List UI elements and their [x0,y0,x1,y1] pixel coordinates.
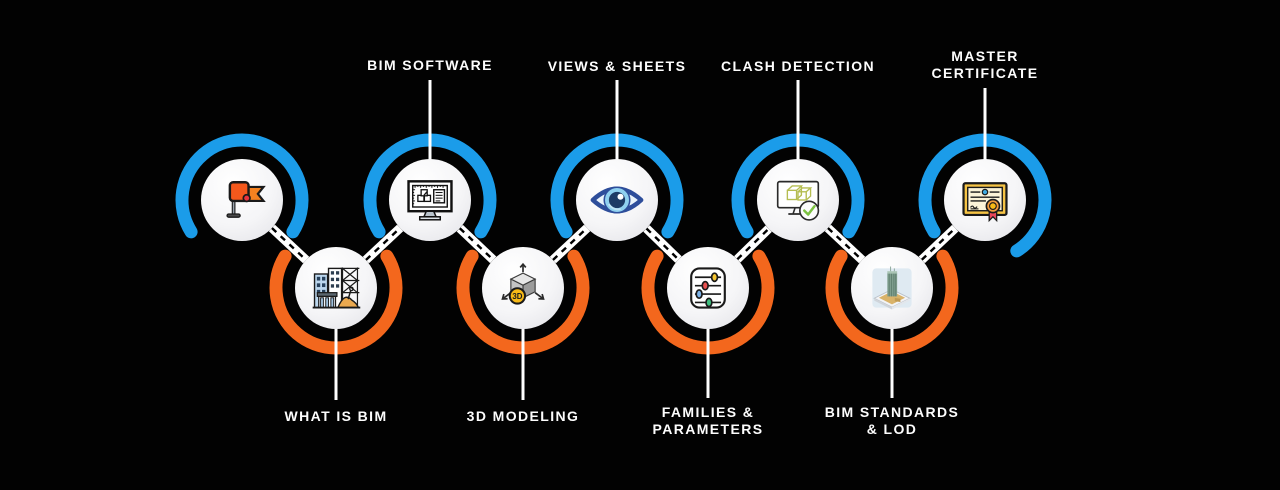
node-3d-modeling: 3D [482,247,564,329]
node-bim-software [389,159,471,241]
certificate-icon [962,182,1008,223]
connectors [268,224,959,264]
iso-building-model-icon [872,266,912,310]
label-families-parameters: FAMILIES & PARAMETERS [652,404,764,437]
label-3d-modeling: 3D MODELING [466,408,580,424]
node-master-certificate [944,159,1026,241]
label-what-is-bim: WHAT IS BIM [284,408,388,424]
node-start [201,159,283,241]
label-bim-software: BIM SOFTWARE [367,57,493,73]
3d-cube-axes-icon: 3D [501,262,545,305]
flag-icon [226,181,266,218]
ring-start [175,133,309,239]
ring-master-certificate [918,133,1052,258]
eye-icon [590,186,644,214]
node-bim-standards [851,247,933,329]
three-d-badge-text: 3D [512,292,522,301]
label-clash-detection: CLASH DETECTION [721,58,875,74]
label-master-certificate: MASTER CERTIFICATE [931,48,1039,81]
bottom-rings [269,249,959,355]
node-families-parameters [667,247,749,329]
label-views-sheets: VIEWS & SHEETS [547,58,687,74]
node-views-sheets [576,159,658,241]
clash-check-monitor-icon [776,180,820,221]
connector-dashes [271,227,957,261]
bim-software-monitor-icon [407,180,453,221]
label-stems [334,80,987,400]
node-what-is-bim [295,247,377,329]
sliders-icon [690,267,726,309]
label-bim-standards: BIM STANDARDS & LOD [824,404,960,437]
node-clash-detection [757,159,839,241]
building-construction-icon [312,267,361,309]
